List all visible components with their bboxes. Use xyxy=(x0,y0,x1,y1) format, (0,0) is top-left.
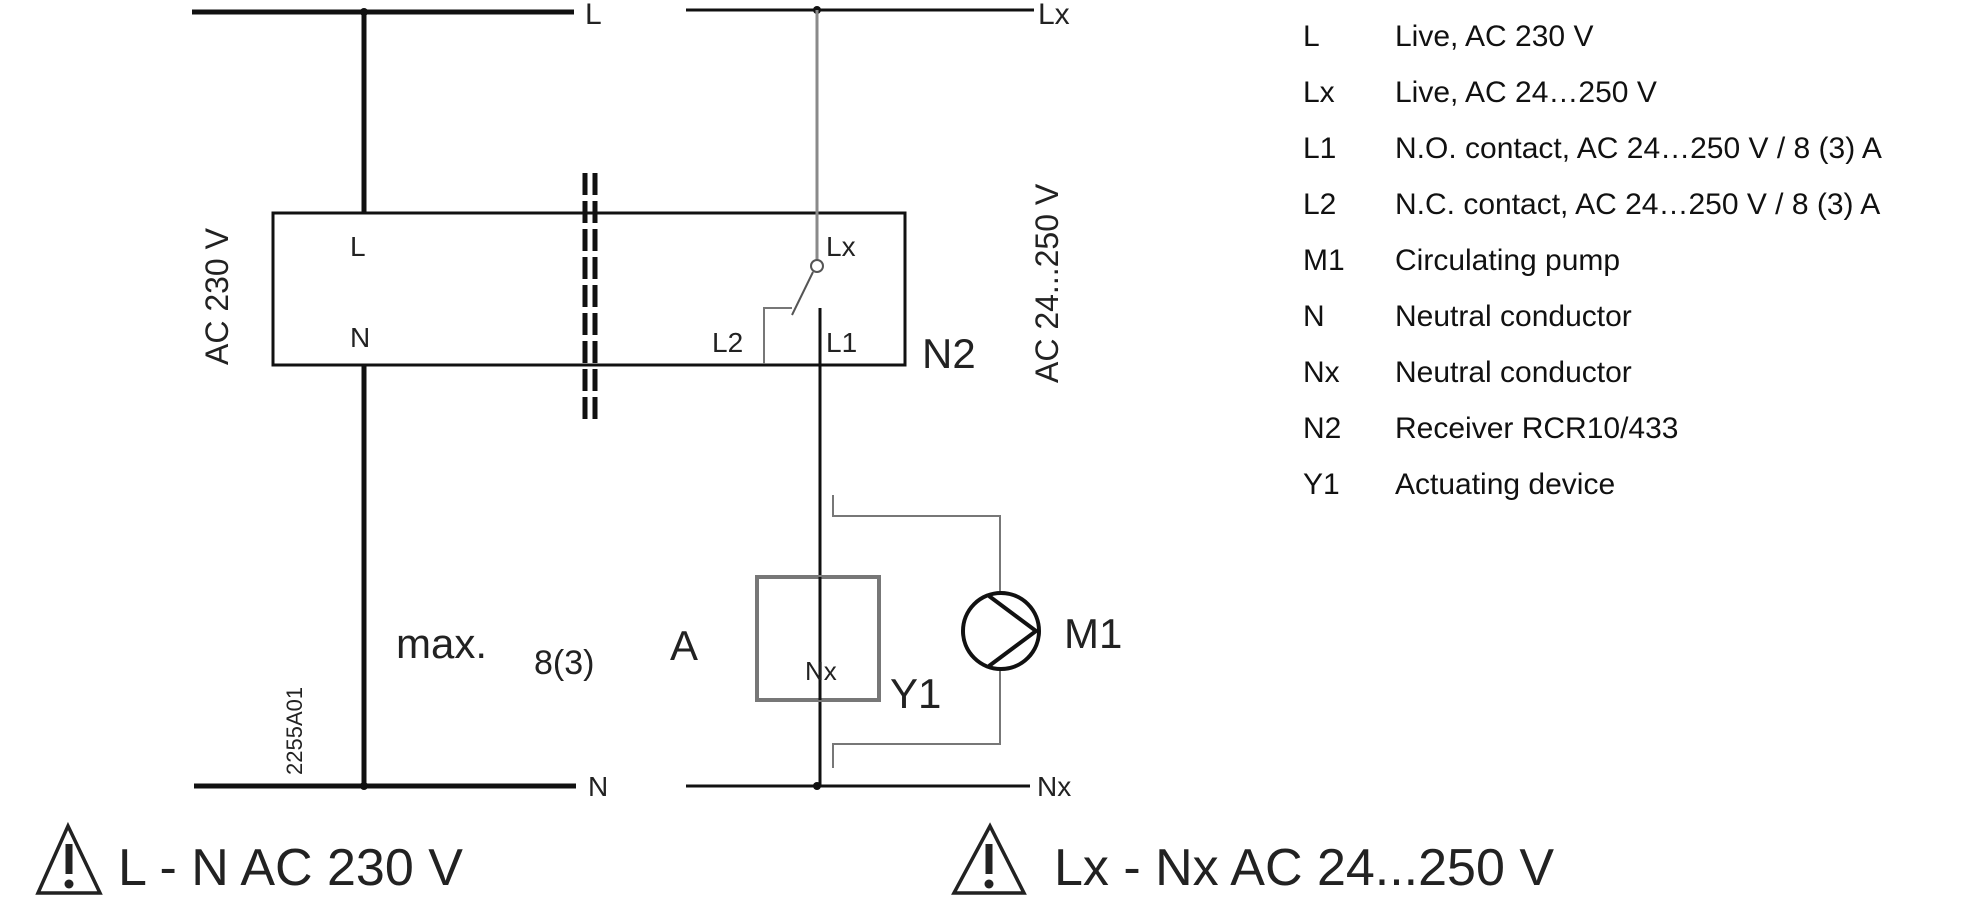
legend-row: M1 Circulating pump xyxy=(1303,244,1963,300)
legend-description: N.O. contact, AC 24…250 V / 8 (3) A xyxy=(1395,132,1882,165)
rail-label-Lx: Lx xyxy=(1038,0,1070,31)
voltage-label-right: AC 24...250 V xyxy=(1029,183,1065,383)
switch-pivot xyxy=(810,259,824,273)
receiver-box xyxy=(271,211,907,367)
legend-code: Lx xyxy=(1303,76,1335,109)
terminal-label-N: N xyxy=(350,322,370,353)
legend-row: N2 Receiver RCR10/433 xyxy=(1303,412,1963,468)
terminal-label-L: L xyxy=(350,231,366,262)
rail-label-N: N xyxy=(588,771,608,802)
legend-description: Receiver RCR10/433 xyxy=(1395,412,1679,445)
actuator-terminal-label: Nx xyxy=(805,656,837,686)
legend-description: Circulating pump xyxy=(1395,244,1621,277)
switch-blade xyxy=(791,271,814,316)
legend-description: Neutral conductor xyxy=(1395,356,1632,389)
actuator-box xyxy=(755,575,881,702)
rail-label-Nx: Nx xyxy=(1037,771,1071,802)
junction-dot-L xyxy=(360,8,368,16)
contact-L2-wire xyxy=(763,307,792,364)
legend-row: L2 N.C. contact, AC 24…250 V / 8 (3) A xyxy=(1303,188,1963,244)
legend-code: L xyxy=(1303,20,1320,53)
legend-code: L1 xyxy=(1303,132,1337,165)
legend-code: L2 xyxy=(1303,188,1337,221)
actuator-tag: Y1 xyxy=(890,670,941,717)
warning-triangle-icon xyxy=(951,822,1027,895)
legend-row: Nx Neutral conductor xyxy=(1303,356,1963,412)
pump-feed-wire xyxy=(832,495,1001,592)
legend-description: Actuating device xyxy=(1395,468,1616,501)
legend-row: L1 N.O. contact, AC 24…250 V / 8 (3) A xyxy=(1303,132,1963,188)
legend-row: L Live, AC 230 V xyxy=(1303,20,1963,76)
pump-return-wire xyxy=(832,670,1001,768)
legend-description: Neutral conductor xyxy=(1395,300,1632,333)
legend: L Live, AC 230 V Lx Live, AC 24…250 V L1… xyxy=(1303,20,1963,524)
terminal-label-L2: L2 xyxy=(712,327,743,358)
legend-row: N Neutral conductor xyxy=(1303,300,1963,356)
legend-row: Lx Live, AC 24…250 V xyxy=(1303,76,1963,132)
drawing-number: 2255A01 xyxy=(282,687,307,775)
voltage-label-left: AC 230 V xyxy=(199,227,235,365)
pump-symbol-arrow xyxy=(987,594,1040,668)
legend-code: M1 xyxy=(1303,244,1345,277)
rating-prefix: max. xyxy=(396,620,487,667)
rating-value: 8(3) xyxy=(534,644,594,682)
receiver-tag: N2 xyxy=(922,330,976,377)
junction-dot-N xyxy=(360,782,368,790)
legend-code: N2 xyxy=(1303,412,1342,445)
terminal-label-L1: L1 xyxy=(826,327,857,358)
warning-text-mains: L - N AC 230 V xyxy=(118,839,463,897)
legend-code: Nx xyxy=(1303,356,1340,389)
legend-code: N xyxy=(1303,300,1325,333)
legend-description: N.C. contact, AC 24…250 V / 8 (3) A xyxy=(1395,188,1881,221)
rail-label-L: L xyxy=(585,0,602,31)
legend-code: Y1 xyxy=(1303,468,1340,501)
warning-triangle-icon xyxy=(35,821,103,895)
warning-text-switched: Lx - Nx AC 24...250 V xyxy=(1054,839,1554,897)
terminal-label-Lx: Lx xyxy=(826,231,856,262)
legend-row: Y1 Actuating device xyxy=(1303,468,1963,524)
rating-unit: A xyxy=(670,622,698,669)
legend-description: Live, AC 230 V xyxy=(1395,20,1594,53)
pump-tag: M1 xyxy=(1064,610,1122,657)
legend-description: Live, AC 24…250 V xyxy=(1395,76,1657,109)
